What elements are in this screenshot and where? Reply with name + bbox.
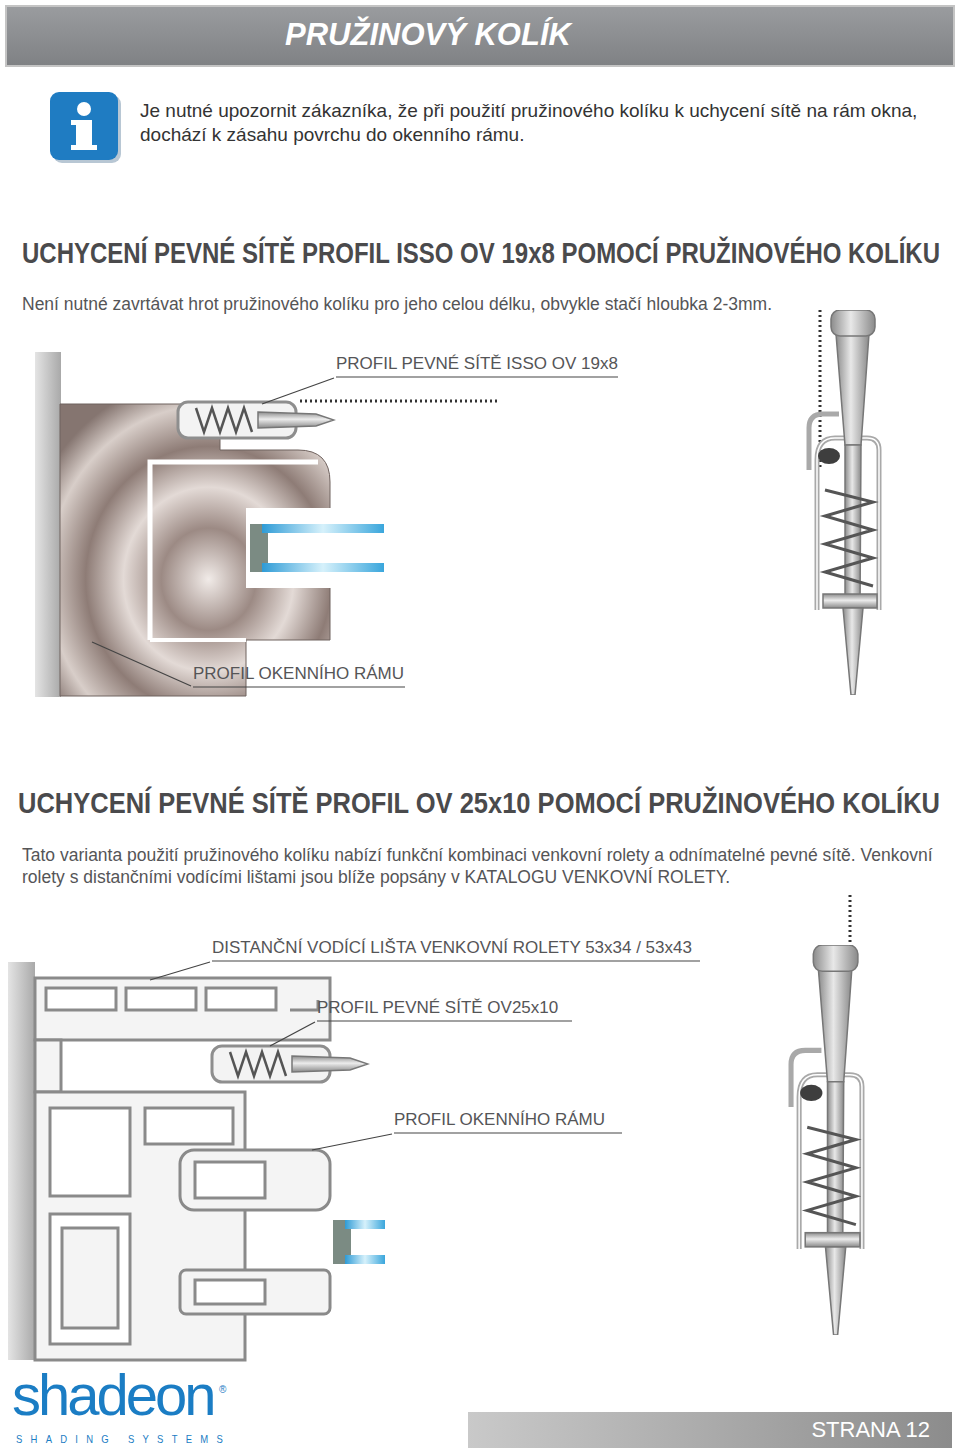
part-label: DISTANČNÍ VODÍCÍ LIŠTA VENKOVNÍ ROLETY 5… bbox=[212, 937, 692, 958]
leader-lines bbox=[193, 686, 405, 687]
pvc-frame-section bbox=[35, 1040, 61, 1092]
section-heading: UCHYCENÍ PEVNÉ SÍTĚ PROFIL OV 25x10 POMO… bbox=[18, 786, 940, 819]
info-icon bbox=[50, 92, 118, 160]
leader-lines bbox=[336, 376, 618, 377]
leader-lines bbox=[312, 1134, 392, 1150]
leader-lines bbox=[150, 962, 210, 980]
wood-frame-section bbox=[35, 352, 384, 697]
leader-lines bbox=[262, 378, 334, 404]
wood-frame-section bbox=[178, 402, 334, 438]
spring-pin bbox=[212, 1046, 368, 1082]
spring-pin-detail bbox=[809, 310, 879, 695]
pvc-frame-section bbox=[35, 978, 330, 1040]
leader-lines bbox=[394, 1132, 622, 1133]
logo-word: shadeon bbox=[12, 1366, 214, 1424]
wood-frame-section bbox=[150, 638, 246, 642]
leader-lines bbox=[270, 1022, 315, 1046]
leader-lines bbox=[212, 960, 700, 961]
part-label: PROFIL OKENNÍHO RÁMU bbox=[394, 1109, 605, 1130]
page-number: STRANA 12 bbox=[811, 1419, 930, 1441]
pvc-frame-section bbox=[345, 1255, 385, 1264]
detail-dots bbox=[300, 400, 500, 403]
part-label: PROFIL OKENNÍHO RÁMU bbox=[193, 663, 404, 684]
part-label: PROFIL PEVNÉ SÍTĚ ISSO OV 19x8 bbox=[336, 353, 618, 374]
pvc-frame-section bbox=[195, 1162, 265, 1198]
pvc-frame-section bbox=[126, 988, 196, 1010]
info-icon bbox=[50, 92, 121, 163]
pvc-frame-section bbox=[180, 1150, 330, 1210]
pvc-frame-section bbox=[345, 1220, 385, 1229]
pvc-frame-section bbox=[195, 1280, 265, 1304]
pvc-frame-section bbox=[50, 1214, 130, 1344]
spring-pin-detail bbox=[791, 945, 862, 1335]
detail-dots bbox=[849, 895, 852, 950]
part-label: PROFIL PEVNÉ SÍTĚ OV25x10 bbox=[317, 997, 558, 1018]
page-title: PRUŽINOVÝ KOLÍK bbox=[285, 16, 571, 55]
info-icon bbox=[71, 120, 81, 125]
pvc-frame-section bbox=[145, 1108, 233, 1144]
logo-mark: ® bbox=[219, 1384, 226, 1397]
pvc-frame-section bbox=[62, 1228, 118, 1328]
leader-lines bbox=[317, 1020, 572, 1021]
wood-frame-section bbox=[246, 508, 332, 588]
pvc-frame-section bbox=[290, 1000, 318, 1010]
leader-lines bbox=[92, 642, 191, 686]
detail-dots bbox=[849, 895, 852, 950]
leader-lines bbox=[92, 377, 618, 687]
pvc-frame-section bbox=[35, 1092, 245, 1360]
pvc-frame-section bbox=[206, 988, 276, 1010]
pvc-frame-section bbox=[46, 988, 116, 1010]
leader-lines bbox=[150, 961, 700, 1150]
pvc-frame-section bbox=[8, 962, 385, 1360]
section-text: Není nutné zavrtávat hrot pružinového ko… bbox=[22, 294, 772, 316]
logo-tagline: SHADING SYSTEMS bbox=[16, 1433, 231, 1447]
pvc-frame-section bbox=[180, 1270, 330, 1314]
pvc-frame-section bbox=[50, 1108, 130, 1196]
wood-frame-section bbox=[262, 563, 384, 572]
info-icon bbox=[77, 102, 91, 116]
wood-frame-section bbox=[262, 524, 384, 533]
section-heading: UCHYCENÍ PEVNÉ SÍTĚ PROFIL ISSO OV 19x8 … bbox=[22, 236, 940, 269]
note-text: Je nutné upozornit zákazníka, že při pou… bbox=[140, 99, 930, 147]
title-band bbox=[6, 6, 954, 66]
page-number-band: STRANA 12 bbox=[468, 1412, 952, 1448]
section-text: Tato varianta použití pružinového kolíku… bbox=[22, 845, 947, 889]
pvc-frame-section bbox=[8, 962, 35, 1360]
wood-frame-section bbox=[35, 352, 61, 697]
detail-dots bbox=[300, 310, 820, 470]
info-icon bbox=[71, 145, 97, 150]
